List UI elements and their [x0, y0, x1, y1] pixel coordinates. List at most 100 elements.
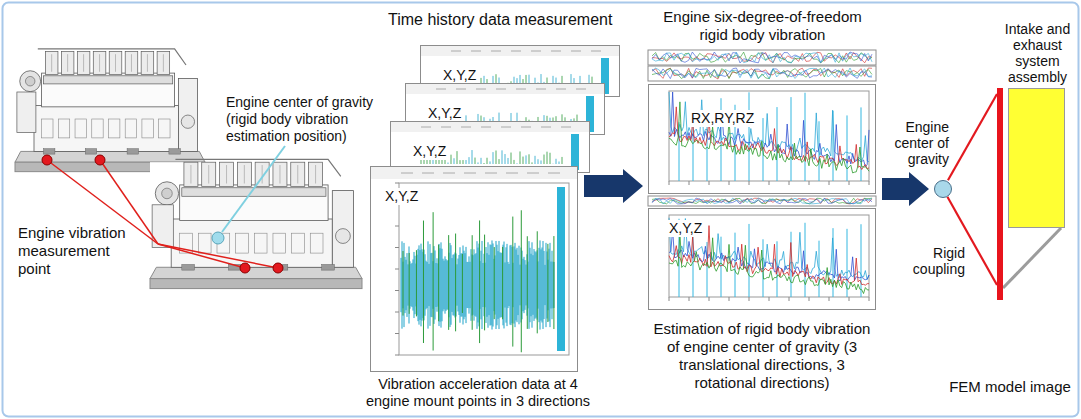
- top-pipe: [175, 159, 340, 176]
- chart-axis-label: X,Y,Z: [667, 220, 704, 237]
- signal-band: [543, 241, 544, 329]
- signal-band: [526, 265, 527, 306]
- signal-band: [553, 262, 554, 309]
- engine-mount: [182, 264, 195, 270]
- cylinder-detail: [67, 54, 68, 72]
- header-tick: [401, 173, 413, 174]
- spectrum-trace: [669, 107, 869, 170]
- signal-band: [477, 241, 478, 329]
- signal-band: [414, 252, 415, 318]
- label-holder: FEM model image: [946, 378, 1074, 396]
- plot-frame: [669, 91, 869, 181]
- signal-band: [524, 257, 525, 313]
- spectrum-trace: [669, 229, 869, 281]
- cylinder-cover: [220, 162, 234, 186]
- signal-band: [441, 242, 442, 327]
- signal-spike: [472, 235, 473, 330]
- signal-band: [421, 244, 422, 327]
- measurement-point-dot: [42, 155, 52, 165]
- axis-tick: [395, 355, 399, 356]
- signal-band: [544, 251, 545, 319]
- engine-mount: [127, 149, 138, 154]
- signal-band: [437, 258, 438, 311]
- cylinder-detail: [51, 54, 52, 72]
- header-tick: [441, 127, 451, 128]
- signal-band: [431, 253, 432, 317]
- chart-header: [371, 167, 577, 179]
- signal-band: [552, 251, 553, 319]
- turbocharger: [20, 71, 41, 92]
- label-holder: Engine vibration measurement point: [18, 224, 146, 278]
- phase-trace: [652, 68, 872, 78]
- signal-band: [468, 262, 469, 308]
- outer-frame: [3, 3, 1079, 417]
- flywheel-cover: [181, 115, 194, 128]
- signal-band: [453, 255, 454, 316]
- axis-tick: [395, 290, 399, 291]
- phase-trace: [652, 198, 872, 204]
- coupling-line: [948, 94, 997, 180]
- engine-skid-base: [150, 279, 362, 289]
- signal-band: [420, 250, 421, 320]
- signal-spike: [460, 160, 461, 164]
- signal-spike: [505, 154, 506, 164]
- signal-spike: [553, 163, 554, 164]
- signal-band: [436, 263, 437, 307]
- signal-spike: [527, 236, 528, 329]
- signal-spike: [499, 159, 500, 164]
- signal-band: [445, 256, 446, 313]
- signal-spike: [403, 251, 404, 316]
- harmonic-spike: [791, 97, 792, 181]
- signal-band: [551, 262, 552, 309]
- signal-band: [517, 248, 518, 322]
- phase-strip-frame: [648, 66, 876, 81]
- header-tick: [476, 89, 486, 90]
- cylinder-cover: [184, 162, 198, 186]
- signal-spike: [556, 159, 557, 164]
- cylinder-detail: [262, 165, 263, 183]
- signal-band: [519, 246, 520, 325]
- signal-spike: [448, 235, 449, 330]
- signal-spike: [490, 161, 491, 164]
- header-tick: [521, 127, 531, 128]
- crankcase-door: [142, 119, 153, 138]
- header-tick: [451, 51, 461, 52]
- label-holder: Time history data measurement: [388, 10, 628, 29]
- signal-band: [481, 251, 482, 320]
- signal-spike: [550, 153, 551, 164]
- signal-band: [474, 249, 475, 320]
- axis-tick: [749, 297, 750, 301]
- cylinder-detail: [83, 54, 84, 72]
- signal-spike: [535, 156, 536, 164]
- signal-spike: [466, 160, 467, 164]
- crankcase-door: [273, 233, 286, 253]
- engine-backing: [15, 52, 205, 174]
- header-tick: [485, 173, 497, 174]
- signal-band: [426, 261, 427, 310]
- signal-spike: [451, 155, 452, 164]
- signal-spike: [438, 245, 439, 322]
- axis-tick: [709, 297, 710, 301]
- axis-tick: [395, 183, 399, 184]
- axis-tick: [789, 181, 790, 185]
- header-tick: [471, 51, 481, 52]
- signal-band: [492, 240, 493, 329]
- signal-band: [413, 259, 414, 310]
- crankcase-door: [108, 119, 119, 138]
- header-tick: [443, 173, 455, 174]
- measurement-point-dot: [95, 155, 105, 165]
- signal-band: [406, 260, 407, 310]
- leader-line: [222, 146, 285, 232]
- signal-band: [486, 247, 487, 323]
- engine-mount: [322, 264, 335, 270]
- signal-band: [409, 246, 410, 323]
- axis-tick: [395, 226, 399, 227]
- signal-band: [467, 262, 468, 308]
- header-tick: [496, 89, 506, 90]
- crankcase-door: [236, 233, 249, 253]
- crankcase-door: [75, 119, 86, 138]
- signal-band: [457, 264, 458, 305]
- signal-band: [514, 246, 515, 323]
- signal-band: [442, 249, 443, 322]
- signal-band: [505, 262, 506, 307]
